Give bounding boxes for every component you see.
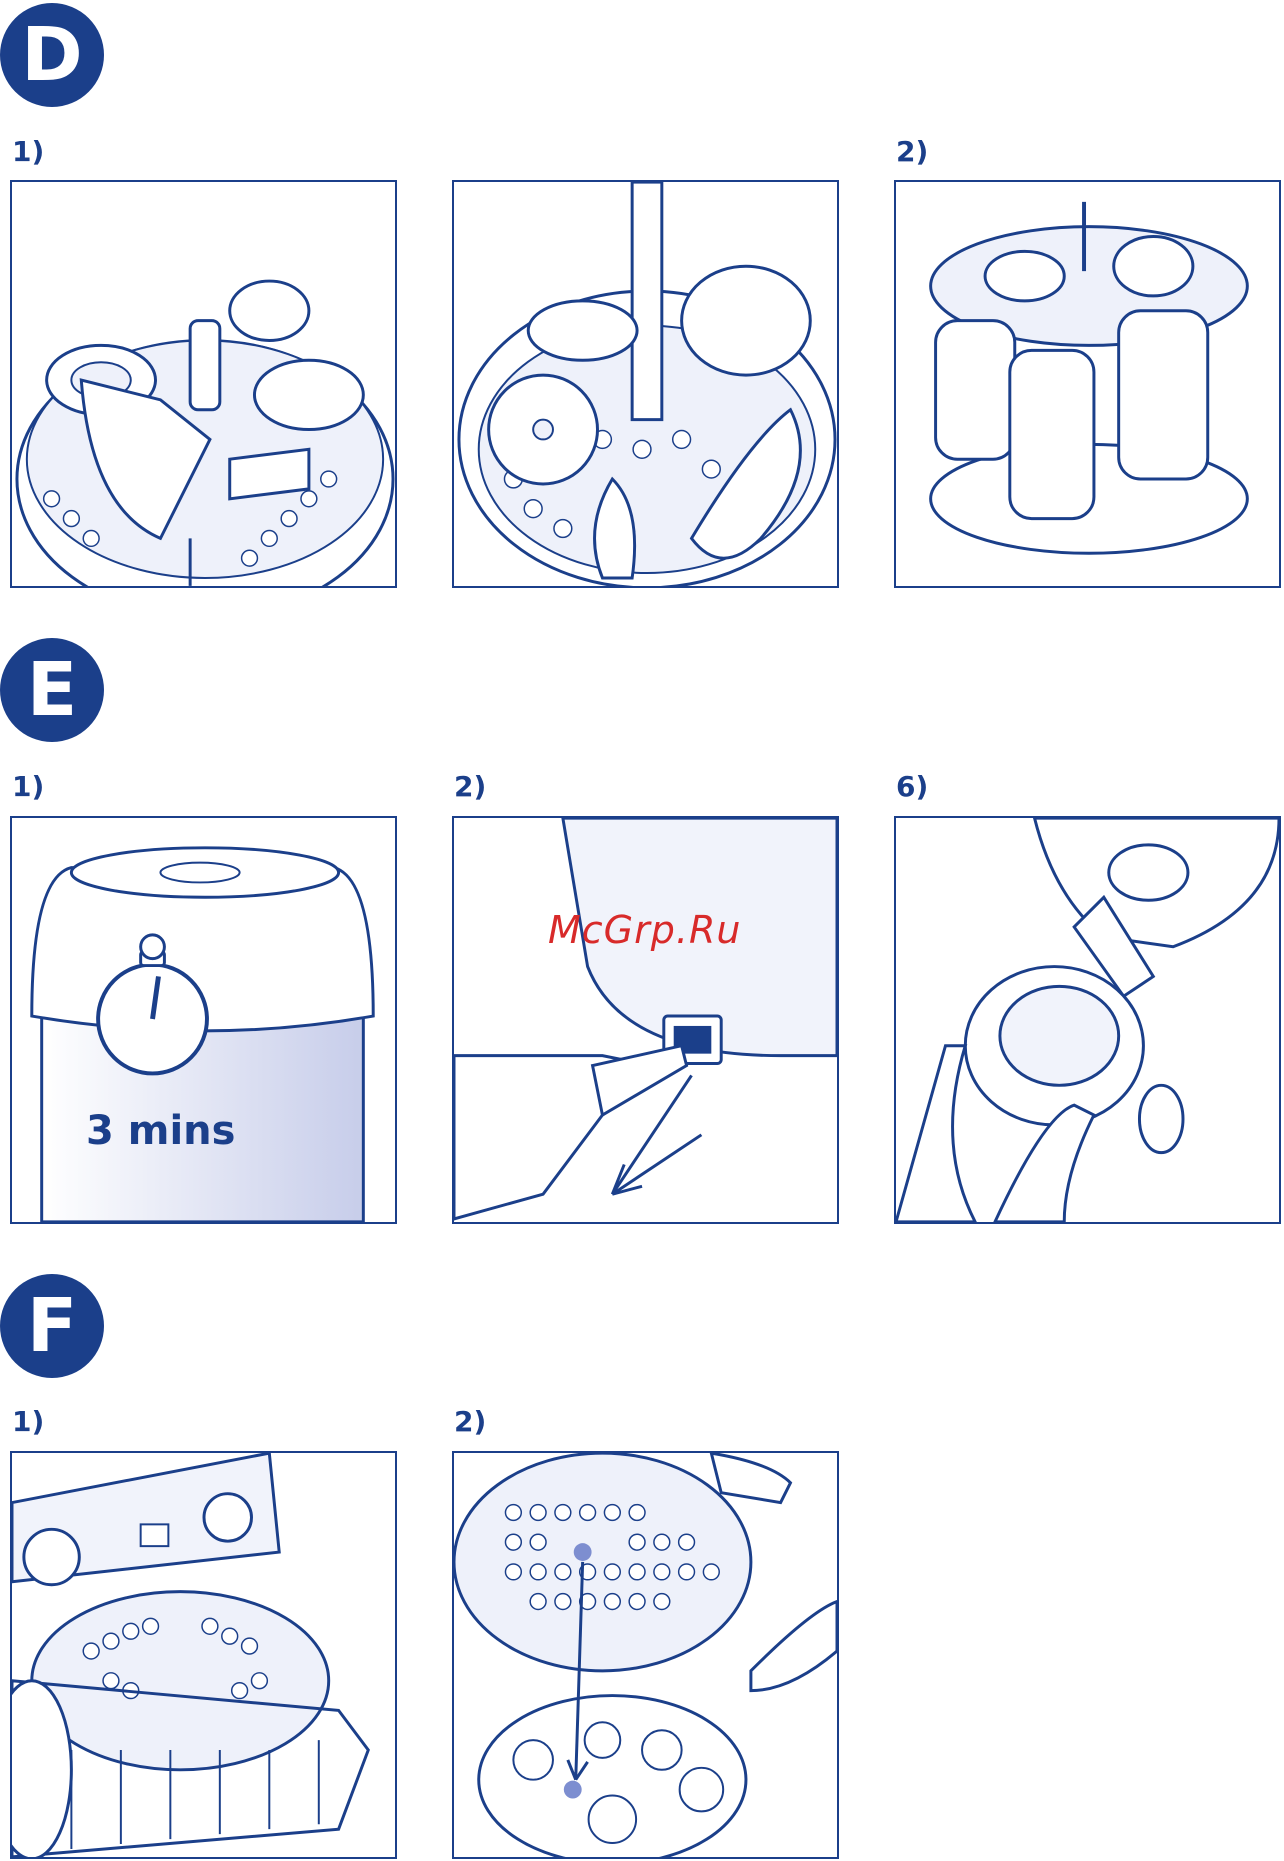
timer-duration-text: 3 mins [86, 1108, 235, 1154]
panel-d2-assembled [894, 180, 1281, 588]
nipple-removal-illustration [896, 818, 1279, 1222]
step-label-e2: 2) [454, 770, 486, 803]
tray-rod-illustration [454, 182, 837, 586]
unplug-illustration [454, 818, 837, 1222]
step-label-d1: 1) [12, 135, 44, 168]
assembled-racks-illustration [896, 182, 1279, 586]
watermark-text: McGrp.Ru [548, 908, 741, 952]
section-badge-e: E [0, 638, 104, 742]
step-label-d2: 2) [896, 135, 928, 168]
section-badge-f: F [0, 1274, 104, 1378]
section-badge-d: D [0, 3, 104, 107]
panel-e1-timer [10, 816, 397, 1224]
panel-d1-tray-loaded [10, 180, 397, 588]
panel-d1-tray-rod [452, 180, 839, 588]
panel-f1-dishwasher [10, 1451, 397, 1859]
panel-e6-nipple [894, 816, 1281, 1224]
panel-f2-tray-lid [452, 1451, 839, 1859]
tray-illustration [12, 182, 395, 586]
step-label-f2: 2) [454, 1405, 486, 1438]
step-label-e6: 6) [896, 770, 928, 803]
step-label-e1: 1) [12, 770, 44, 803]
panel-e2-unplug [452, 816, 839, 1224]
step-label-f1: 1) [12, 1405, 44, 1438]
dishwasher-illustration [12, 1453, 395, 1857]
tray-lid-illustration [454, 1453, 837, 1857]
sterilizer-timer-illustration [12, 818, 395, 1222]
